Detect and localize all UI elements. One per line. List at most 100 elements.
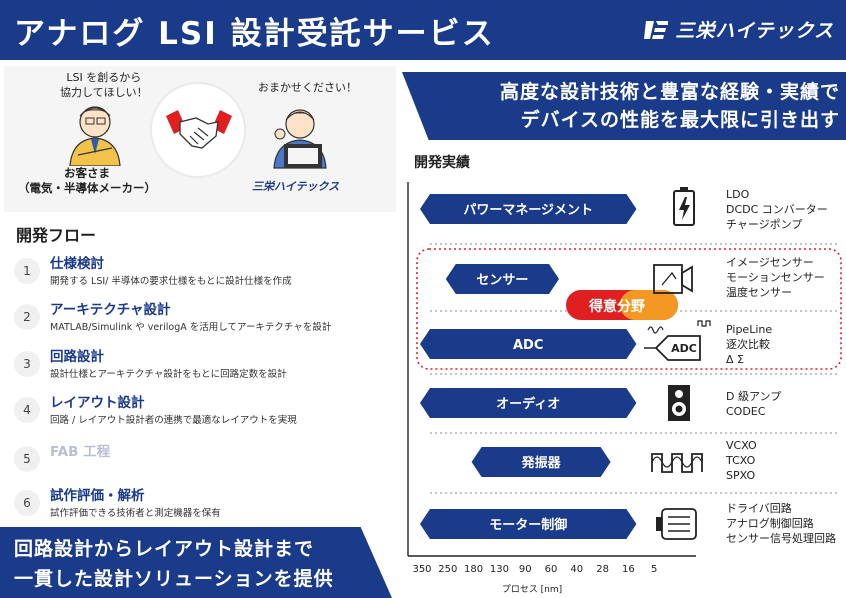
category-item: LDO bbox=[726, 188, 750, 201]
adc-wave-in bbox=[647, 326, 664, 334]
header-bar bbox=[0, 0, 846, 60]
step-number: 5 bbox=[14, 446, 40, 472]
step-title: 仕様検討 bbox=[50, 256, 104, 272]
osc-sine-wave bbox=[651, 456, 703, 468]
flow-title: 開発フロー bbox=[16, 226, 97, 245]
adc-shape bbox=[654, 335, 701, 361]
x-tick-label: 90 bbox=[519, 564, 532, 575]
step-title: アーキテクチャ設計 bbox=[50, 302, 171, 318]
step-number: 1 bbox=[14, 258, 40, 284]
range-bar-label: オーディオ bbox=[496, 396, 560, 412]
step-desc: 回路 / レイアウト設計者の連携で最適なレイアウトを実現 bbox=[50, 415, 297, 426]
top-right-banner-line1: 高度な設計技術と豊富な経験・実績で bbox=[499, 81, 840, 103]
range-bar-3 bbox=[420, 329, 637, 359]
highlight-pill-accent bbox=[620, 290, 678, 320]
category-item: ドライバ回路 bbox=[726, 502, 792, 515]
range-bar-label: パワーマネージメント bbox=[463, 203, 593, 218]
category-item: DCDC コンバーター bbox=[726, 203, 828, 216]
category-item: チャージポンプ bbox=[726, 218, 802, 231]
adc-icon: ADC bbox=[644, 320, 711, 361]
top-right-banner bbox=[402, 72, 846, 140]
top-right-banner-text: 高度な設計技術と豊富な経験・実績で デバイスの性能を最大限に引き出す bbox=[430, 78, 840, 134]
step-desc: MATLAB/Simulink や verilogA を活用してアーキテクチャを… bbox=[50, 322, 332, 333]
x-tick-label: 130 bbox=[490, 564, 509, 575]
step-title: 回路設計 bbox=[50, 349, 104, 365]
step-number: 2 bbox=[14, 304, 40, 330]
step-title: レイアウト設計 bbox=[50, 395, 145, 411]
oscillator-icon bbox=[651, 453, 703, 473]
step-desc: 試作評価できる技術者と測定機器を保有 bbox=[50, 508, 221, 519]
step-title: FAB 工程 bbox=[50, 444, 111, 460]
x-tick-label: 28 bbox=[596, 564, 609, 575]
x-tick-label: 250 bbox=[438, 564, 457, 575]
range-bar-label: ADC bbox=[513, 338, 543, 353]
client-person-icon bbox=[69, 106, 121, 166]
x-tick-label: 60 bbox=[545, 564, 558, 575]
step-desc: 設計仕様とアーキテクチャ設計をもとに回路定数を設計 bbox=[50, 369, 287, 380]
category-item: VCXO bbox=[726, 439, 757, 452]
bottom-banner-text: 回路設計からレイアウト設計まで 一貫した設計ソリューションを提供 bbox=[14, 534, 334, 594]
client-caption: お客さま （電気・半導体メーカー） bbox=[12, 166, 162, 196]
speaker-icon bbox=[668, 385, 690, 421]
bottom-banner-line2: 一貫した設計ソリューションを提供 bbox=[14, 568, 334, 590]
step-number: 6 bbox=[14, 490, 40, 516]
hero-logo: 三栄ハイテックス bbox=[252, 180, 340, 193]
sensor-box bbox=[653, 264, 683, 294]
step-number: 4 bbox=[14, 397, 40, 423]
camera-sensor-icon bbox=[653, 264, 693, 294]
motor-icon bbox=[656, 508, 697, 540]
engineer-person-icon bbox=[273, 109, 327, 169]
bottom-banner-line1: 回路設計からレイアウト設計まで bbox=[14, 538, 315, 560]
motor-shaft bbox=[656, 517, 662, 531]
company-logo: 三栄ハイテックス bbox=[644, 16, 834, 43]
battery-bolt bbox=[679, 197, 690, 220]
osc-square-wave bbox=[651, 453, 703, 473]
category-item: SPXO bbox=[726, 469, 755, 482]
bottom-banner bbox=[0, 527, 392, 598]
category-item: モーションセンサー bbox=[726, 271, 825, 284]
step-number: 3 bbox=[14, 351, 40, 377]
range-bar-label: センサー bbox=[476, 273, 528, 288]
results-title: 開発実績 bbox=[414, 155, 470, 171]
category-item: Δ Σ bbox=[726, 353, 744, 366]
range-bar-6 bbox=[420, 509, 637, 539]
category-item: センサー信号処理回路 bbox=[726, 532, 836, 545]
highlight-pill: 得意分野 bbox=[566, 290, 678, 320]
battery-cap bbox=[680, 187, 688, 191]
client-speech-line2: 協力してほしい！ bbox=[60, 86, 148, 99]
category-item: CODEC bbox=[726, 405, 766, 418]
category-item: イメージセンサー bbox=[726, 256, 814, 269]
battery-icon bbox=[673, 187, 695, 226]
sensor-line bbox=[661, 271, 677, 286]
range-bar-4 bbox=[420, 388, 637, 418]
client-speech: LSI を創るから 協力してほしい！ bbox=[60, 70, 148, 100]
range-bar-2 bbox=[445, 264, 559, 294]
category-item: 逐次比較 bbox=[726, 337, 770, 351]
highlight-pill-label: 得意分野 bbox=[588, 298, 645, 315]
sensor-lens bbox=[681, 265, 693, 293]
logo-text: 三栄ハイテックス bbox=[675, 20, 834, 42]
client-caption-line1: お客さま bbox=[64, 166, 110, 180]
range-bar-5 bbox=[471, 447, 611, 477]
category-item: PipeLine bbox=[726, 323, 772, 336]
client-caption-line2: （電気・半導体メーカー） bbox=[18, 181, 156, 195]
step-desc: 開発する LSI/ 半導体の要求仕様をもとに設計仕様を作成 bbox=[50, 276, 292, 287]
speaker-woofer-core bbox=[675, 405, 683, 413]
adc-text: ADC bbox=[671, 342, 697, 355]
x-tick-label: 350 bbox=[412, 564, 431, 575]
page-title: アナログ LSI 設計受託サービス bbox=[14, 16, 495, 52]
range-bar-label: 発振器 bbox=[521, 455, 562, 471]
engineer-speech: おまかせください！ bbox=[258, 81, 357, 94]
speaker-tweeter bbox=[675, 390, 683, 398]
category-item: D 級アンプ bbox=[726, 390, 781, 403]
range-bar-label: モーター制御 bbox=[489, 517, 567, 533]
client-speech-line1: LSI を創るから bbox=[66, 71, 142, 84]
top-right-banner-line2: デバイスの性能を最大限に引き出す bbox=[520, 109, 840, 131]
x-tick-label: 40 bbox=[570, 564, 583, 575]
category-item: アナログ制御回路 bbox=[726, 516, 814, 530]
category-item: 温度センサー bbox=[726, 285, 792, 299]
range-bar-1 bbox=[420, 194, 637, 224]
x-tick-label: 16 bbox=[622, 564, 635, 575]
step-title: 試作評価・解析 bbox=[50, 488, 145, 504]
